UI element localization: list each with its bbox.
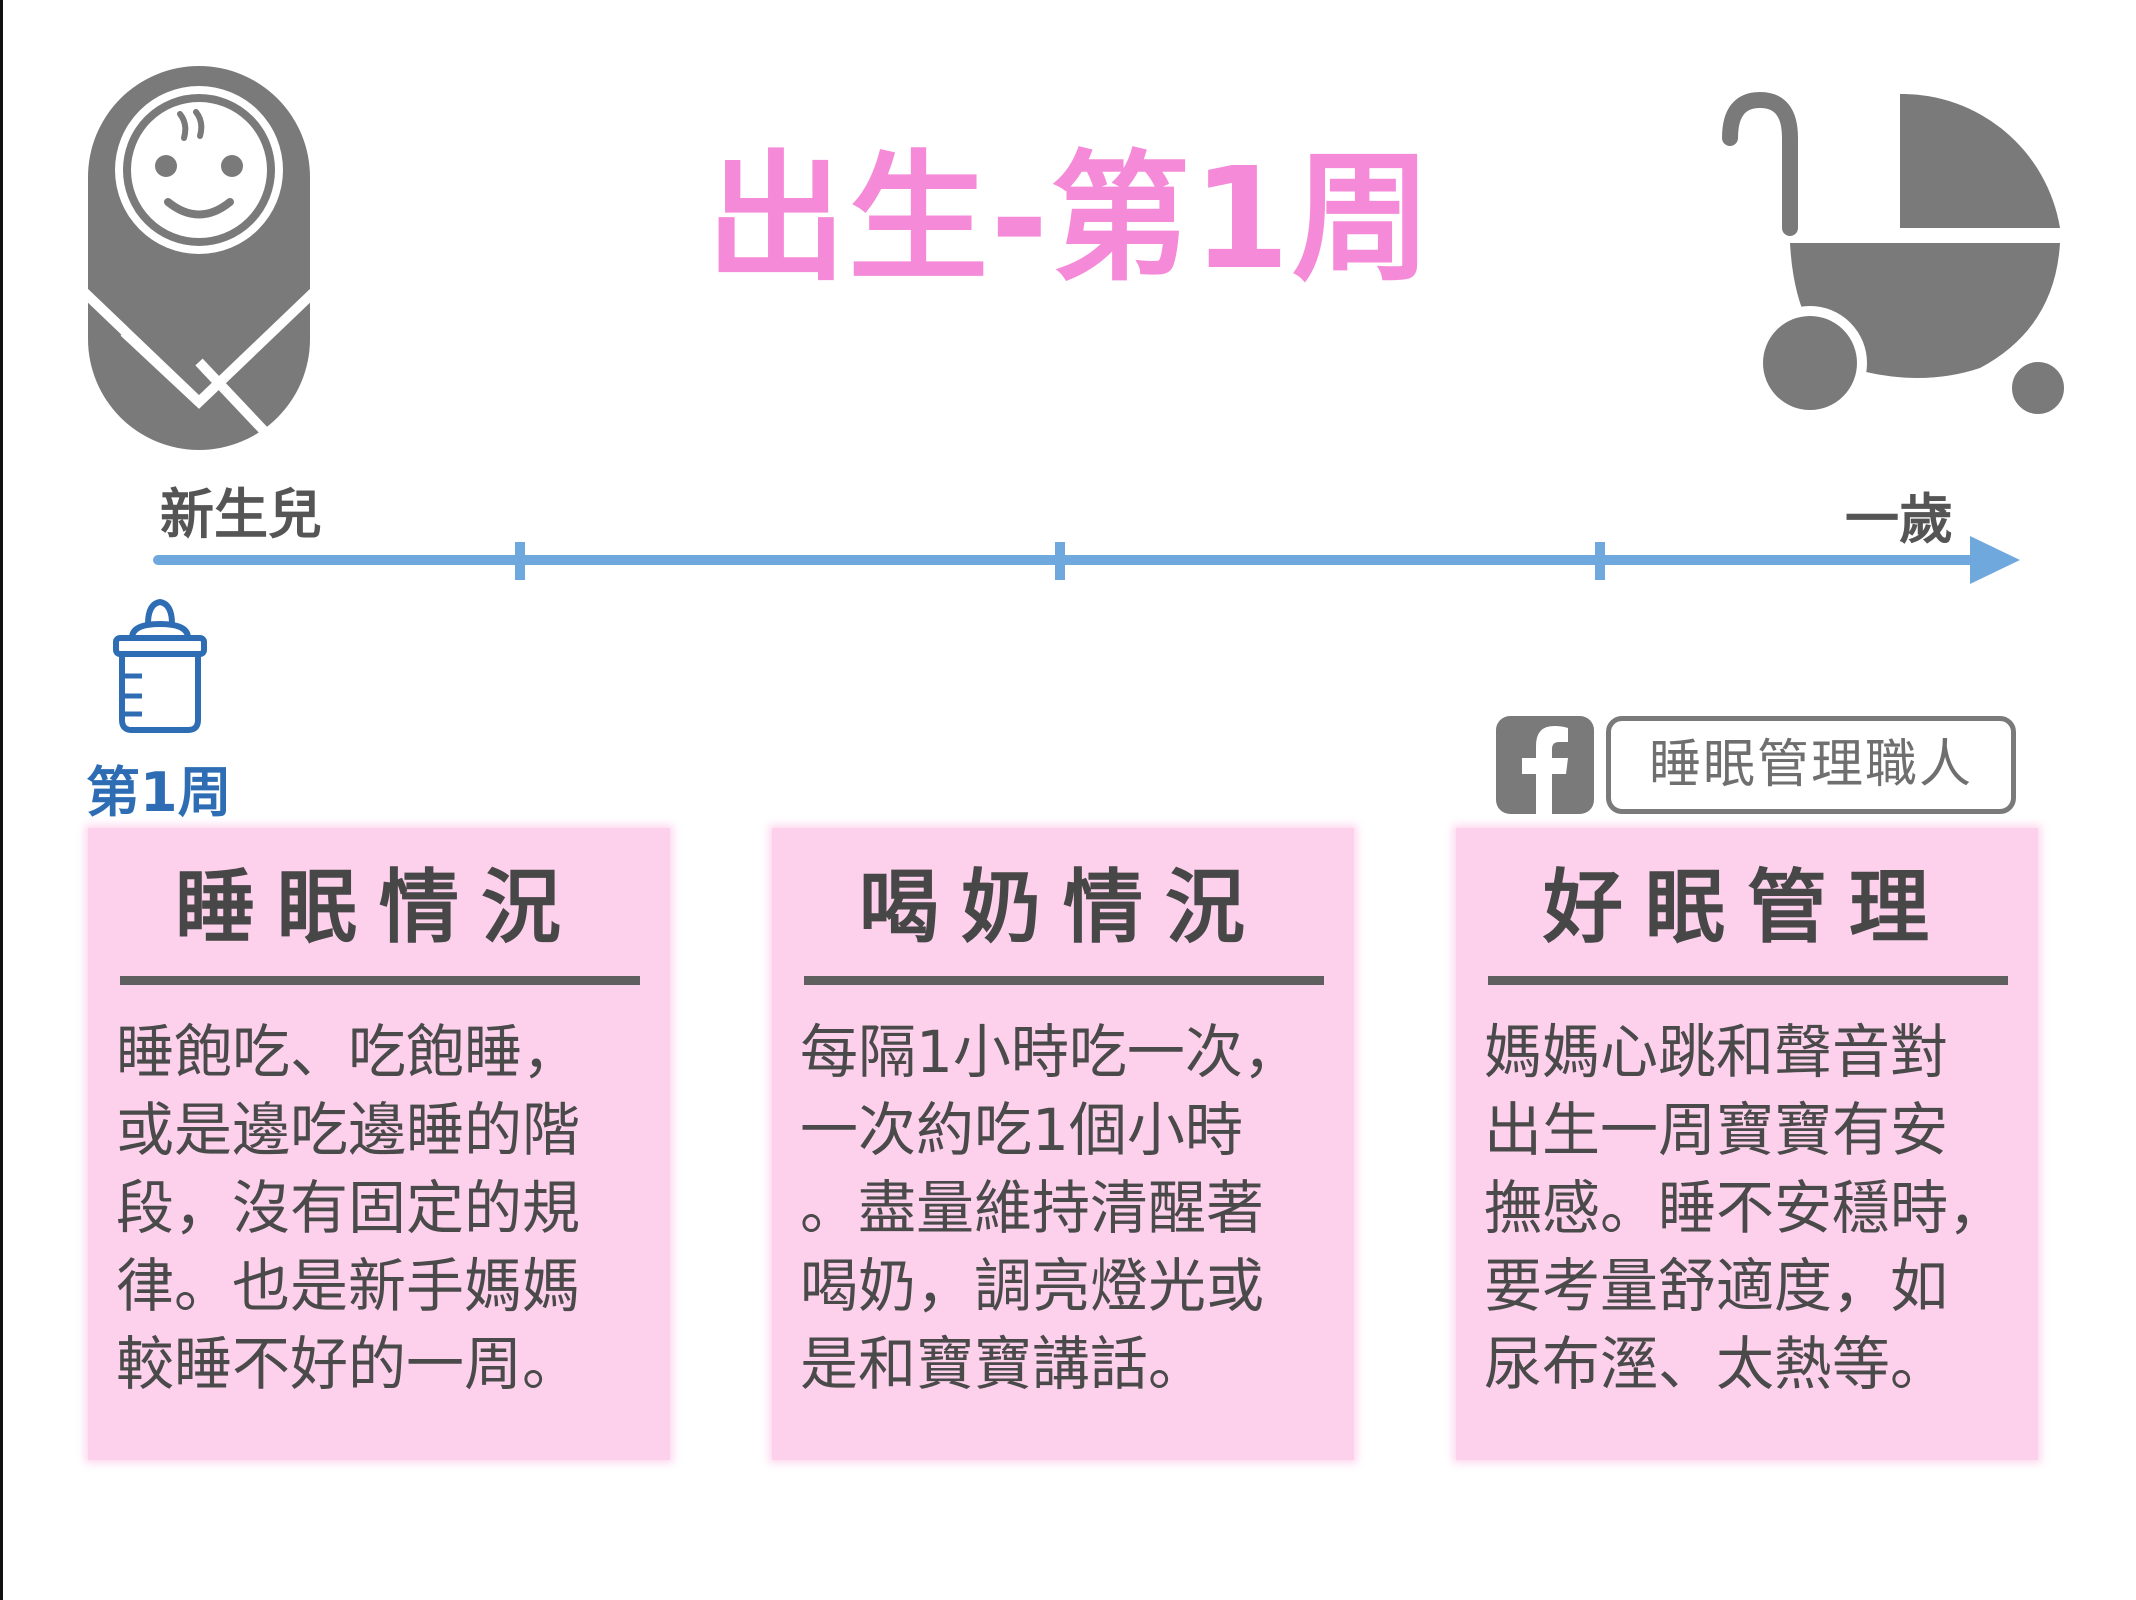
facebook-page-name[interactable]: 睡眠管理職人: [1606, 716, 2016, 814]
card-divider: [1488, 976, 2008, 985]
card-divider: [120, 976, 640, 985]
card-divider: [804, 976, 1324, 985]
card-title: 好眠管理: [1543, 861, 1951, 954]
card-text-line: 撫感。睡不安穩時，: [1484, 1174, 2007, 1242]
card-text-line: 要考量舒適度，如: [1484, 1252, 1949, 1320]
card-text-line: 段，沒有固定的規: [116, 1174, 581, 1242]
baby-bottle-icon: [113, 598, 207, 733]
left-border: [0, 0, 3, 1600]
sleep-situation-card: 睡眠情況 睡飽吃、吃飽睡， 或是邊吃邊睡的階 段，沒有固定的規 律。也是新手媽媽…: [88, 828, 670, 1460]
card-text-line: 一次約吃1個小時: [800, 1096, 1243, 1164]
card-title: 喝奶情況: [859, 861, 1267, 954]
card-text-line: 媽媽心跳和聲音對: [1484, 1018, 1949, 1086]
card-body: 每隔1小時吃一次， 一次約吃1個小時 。盡量維持清醒著 喝奶，調亮燈光或 是和寶…: [800, 1013, 1400, 1403]
swaddled-baby-icon: [84, 66, 314, 454]
facebook-icon[interactable]: [1496, 716, 1594, 814]
card-text-line: 律。也是新手媽媽: [116, 1252, 581, 1320]
timeline-start-label: 新生兒: [160, 483, 322, 546]
card-body: 睡飽吃、吃飽睡， 或是邊吃邊睡的階 段，沒有固定的規 律。也是新手媽媽 較睡不好…: [116, 1013, 716, 1403]
week-label: 第1周: [86, 761, 232, 824]
card-text-line: 出生一周寶寶有安: [1484, 1096, 1949, 1164]
page-title: 出生-第1周: [706, 138, 1434, 301]
card-body: 媽媽心跳和聲音對 出生一周寶寶有安 撫感。睡不安穩時， 要考量舒適度，如 尿布溼…: [1484, 1013, 2084, 1403]
card-text-line: 睡飽吃、吃飽睡，: [116, 1018, 581, 1086]
baby-stroller-icon: [1722, 91, 2072, 422]
card-title: 睡眠情況: [175, 861, 583, 954]
card-text-line: 尿布溼、太熱等。: [1484, 1330, 1949, 1398]
timeline-arrow: [153, 536, 2020, 584]
feeding-situation-card: 喝奶情況 每隔1小時吃一次， 一次約吃1個小時 。盡量維持清醒著 喝奶，調亮燈光…: [772, 828, 1354, 1460]
card-text-line: 較睡不好的一周。: [116, 1330, 581, 1398]
card-text-line: 喝奶，調亮燈光或: [800, 1252, 1265, 1320]
card-text-line: 或是邊吃邊睡的階: [116, 1096, 581, 1164]
good-sleep-management-card: 好眠管理 媽媽心跳和聲音對 出生一周寶寶有安 撫感。睡不安穩時， 要考量舒適度，…: [1456, 828, 2038, 1460]
card-text-line: 是和寶寶講話。: [800, 1330, 1207, 1398]
card-text-line: 。盡量維持清醒著: [800, 1174, 1265, 1242]
timeline-end-label: 一歲: [1845, 488, 1953, 551]
card-text-line: 每隔1小時吃一次，: [800, 1018, 1301, 1086]
